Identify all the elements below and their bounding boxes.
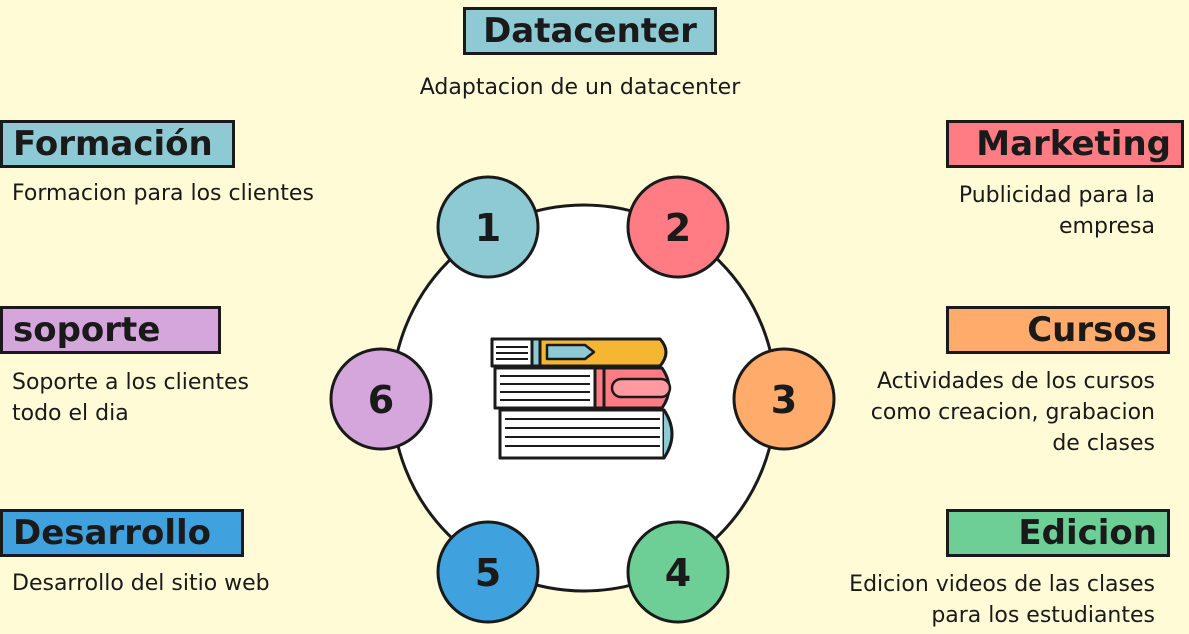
step-number-1: 1 [475, 206, 501, 250]
step-number-2: 2 [665, 206, 691, 250]
edicion-title: Edicion [946, 509, 1170, 557]
step-number-5: 5 [475, 551, 501, 595]
step-circle-5: 5 [436, 520, 540, 624]
step-number-6: 6 [368, 378, 394, 422]
desarrollo-description: Desarrollo del sitio web [12, 571, 270, 596]
step-circle-6: 6 [329, 347, 433, 451]
edicion-description: Edicion videos de las clases para los es… [849, 572, 1155, 628]
cursos-description: Actividades de los cursos como creacion,… [870, 369, 1155, 456]
soporte-description: Soporte a los clientes todo el dia [12, 370, 249, 426]
step-number-3: 3 [771, 378, 797, 422]
soporte-title: soporte [0, 306, 221, 354]
desarrollo-title: Desarrollo [0, 509, 244, 557]
marketing-title: Marketing [946, 120, 1184, 168]
step-circle-3: 3 [732, 347, 836, 451]
datacenter-description: Adaptacion de un datacenter [419, 75, 741, 100]
cursos-title: Cursos [946, 306, 1170, 354]
formacion-title: Formación [0, 120, 235, 168]
step-circle-4: 4 [626, 520, 730, 624]
step-number-4: 4 [665, 551, 691, 595]
marketing-description: Publicidad para la empresa [958, 183, 1155, 239]
datacenter-title: Datacenter [463, 7, 717, 55]
step-circle-2: 2 [626, 175, 730, 279]
formacion-description: Formacion para los clientes [12, 181, 314, 206]
books-stack-icon [490, 337, 674, 460]
step-circle-1: 1 [436, 175, 540, 279]
